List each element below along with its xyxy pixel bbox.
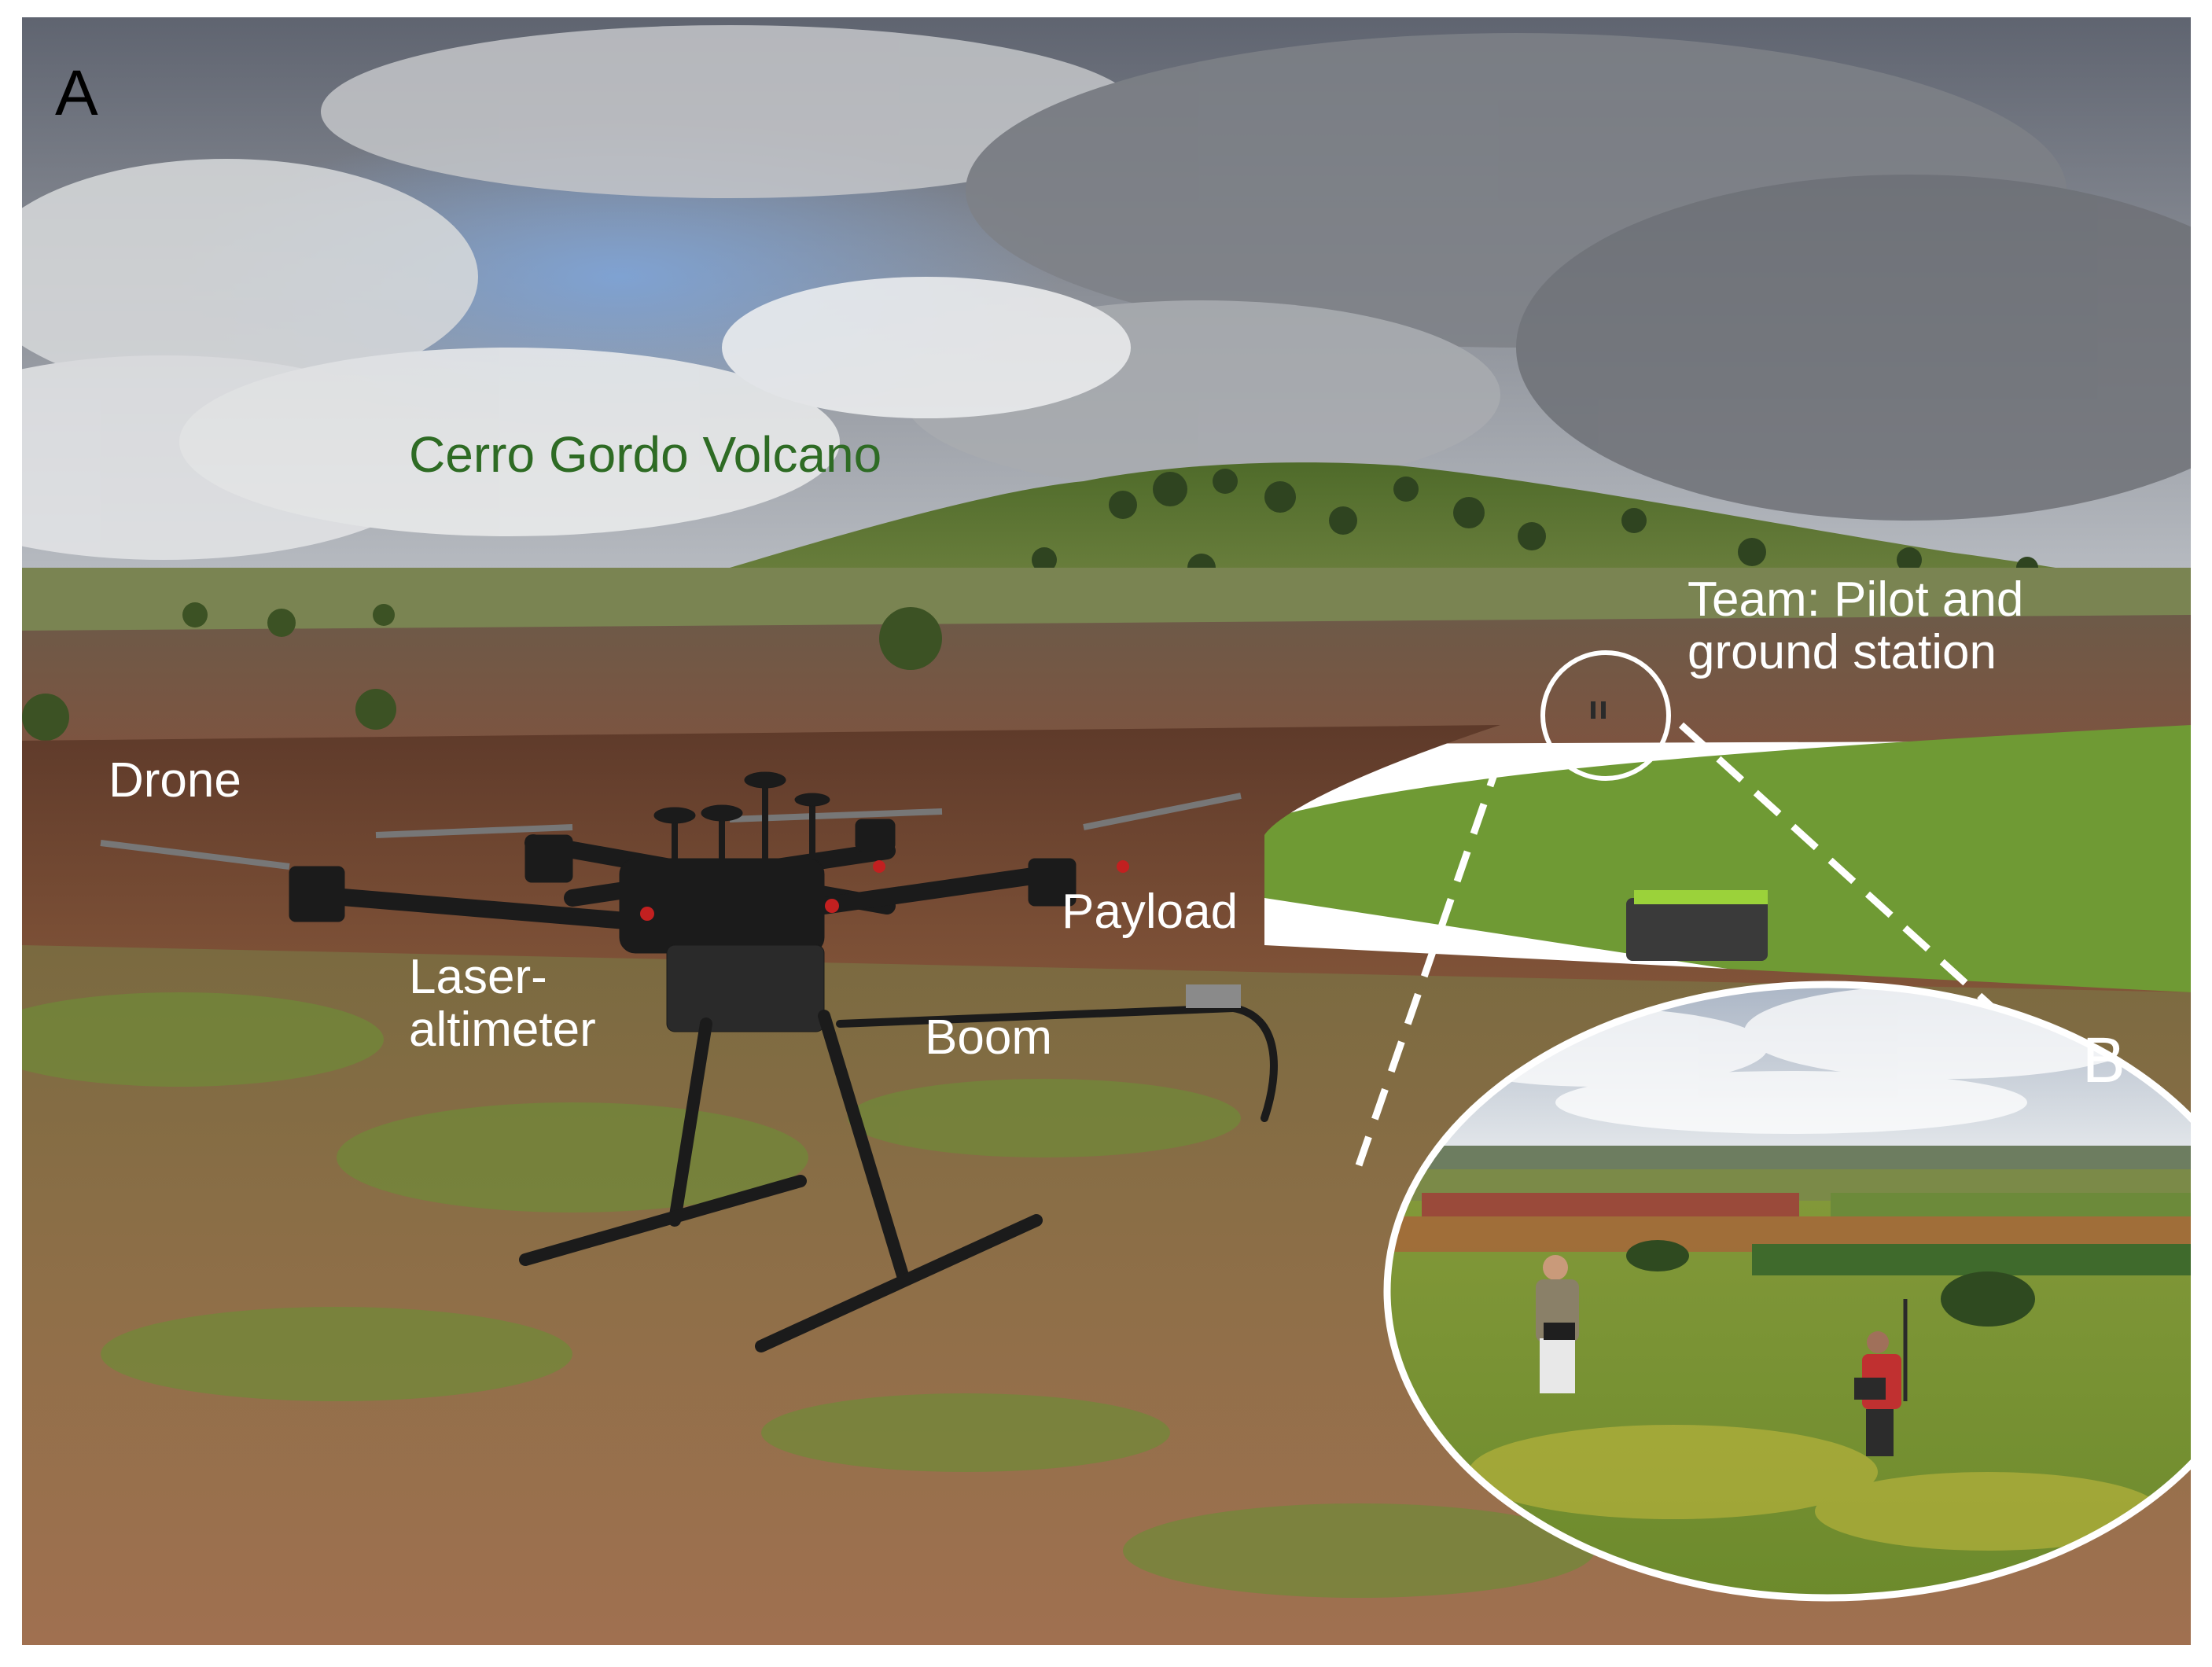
inset-trees: [1626, 1240, 2035, 1327]
middle-field: [22, 615, 2191, 749]
laser-label-line2: altimeter: [409, 1002, 596, 1057]
generator: [1626, 890, 1768, 961]
boom-label: Boom: [925, 1010, 1052, 1065]
drone: [100, 771, 1278, 1352]
drone-label: Drone: [109, 753, 241, 808]
panel-a-letter: A: [55, 57, 98, 129]
team-label: Team: Pilot and ground station: [1688, 572, 2024, 679]
grass-patches: [22, 992, 1595, 1598]
inset-fields: [1387, 1169, 2191, 1275]
distant-team: [1591, 701, 1606, 719]
clouds: [22, 25, 2191, 560]
field-shrubs: [22, 602, 942, 741]
team-label-line1: Team: Pilot and: [1688, 572, 2024, 627]
field-photo: [22, 17, 2191, 1645]
laser-altimeter-label: Laser- altimeter: [409, 951, 596, 1057]
payload-label: Payload: [1062, 885, 1238, 939]
laser-label-line1: Laser-: [409, 950, 547, 1004]
panel-b-letter: B: [2082, 1025, 2126, 1096]
green-meadow: [1264, 725, 2191, 1040]
volcano-label: Cerro Gordo Volcano: [409, 426, 882, 483]
inset-pilot: [1536, 1255, 1579, 1393]
team-highlight-circle: [1540, 650, 1671, 781]
inset-ground-station-operator: [1854, 1299, 1908, 1456]
team-label-line2: ground station: [1688, 624, 1997, 679]
inset-border: [1383, 981, 2191, 1602]
